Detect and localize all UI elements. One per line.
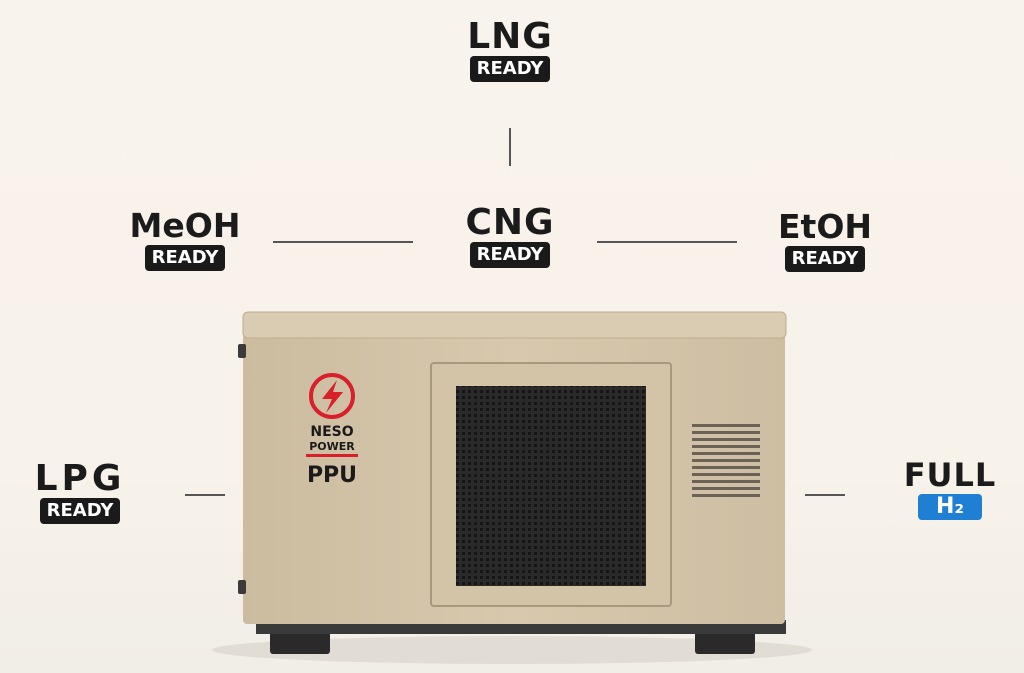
lightning-logo-icon [309, 373, 355, 419]
label-h2: FULL H₂ [890, 456, 1010, 520]
floor-shadow [212, 636, 812, 664]
connector-line-lng [509, 128, 511, 166]
fuel-name: LPG [34, 458, 126, 499]
fuel-name: LNG [467, 16, 553, 57]
label-cng: CNG READY [450, 204, 570, 268]
ready-badge: READY [39, 498, 121, 524]
fuel-name: EtOH [778, 207, 872, 246]
connector-line-meoh [273, 241, 413, 243]
brand-top: NESO [310, 424, 353, 440]
label-lpg: LPG READY [20, 460, 140, 524]
label-meoh: MeOH READY [120, 207, 250, 271]
side-latch-top [238, 344, 246, 358]
brand-underline [306, 454, 358, 457]
ready-badge: READY [784, 246, 866, 272]
ready-badge: READY [469, 56, 551, 82]
connector-line-etoh [597, 241, 737, 243]
connector-line-lpg [185, 494, 225, 496]
fuel-name: MeOH [129, 206, 241, 245]
side-vents [692, 424, 760, 497]
ready-badge: READY [144, 245, 226, 271]
fan-grille [456, 386, 646, 586]
fuel-name: CNG [465, 202, 555, 243]
label-etoh: EtOH READY [760, 208, 890, 272]
ready-badge: READY [469, 242, 551, 268]
fuel-name: FULL [903, 456, 997, 494]
connector-line-h2 [805, 494, 845, 496]
side-latch-bottom [238, 580, 246, 594]
model-name: PPU [307, 463, 357, 488]
housing-lid [242, 311, 787, 339]
label-lng: LNG READY [450, 18, 570, 82]
brand-bottom: POWER [309, 440, 355, 453]
h2-badge: H₂ [917, 494, 983, 520]
